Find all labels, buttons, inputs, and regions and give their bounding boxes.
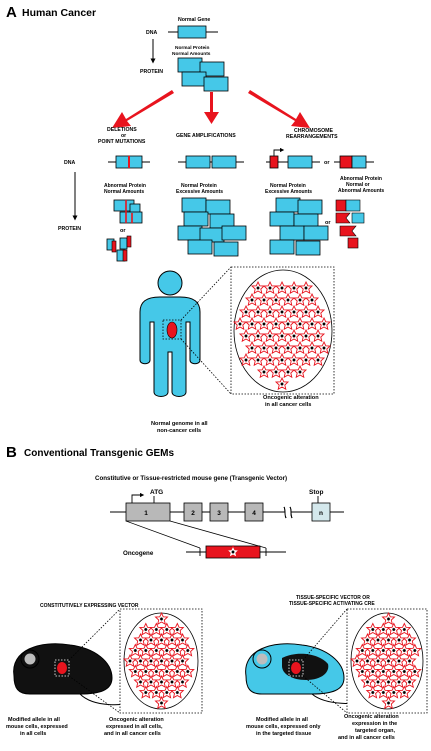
- normal-gene: [168, 25, 218, 39]
- black-mouse: [13, 643, 151, 706]
- left-header: CONSTITUTIVELY EXPRESSING VECTOR: [40, 603, 139, 609]
- zoom-lines-left: [68, 608, 121, 714]
- or-label-2: or: [120, 228, 126, 234]
- right-alt-caption-3: targeted organ,: [355, 728, 396, 734]
- panel-a-title: Human Cancer: [22, 7, 96, 19]
- c1-protein-1: Abnormal Protein: [104, 183, 146, 189]
- vector-title: Constitutive or Tissue-restricted mouse …: [95, 475, 287, 482]
- col1-header-3: POINT MUTATIONS: [98, 139, 146, 145]
- zoom-lines: [180, 266, 232, 395]
- exon-1: 1: [144, 510, 148, 517]
- col2-header: GENE AMPLIFICATIONS: [176, 133, 236, 139]
- excessive-proteins-2: [269, 197, 329, 256]
- left-alt-caption-3: and in all cancer cells: [104, 731, 161, 737]
- dna-label: DNA: [146, 30, 157, 36]
- c4-protein-1: Abnormal Protein: [340, 176, 382, 182]
- right-mouse-caption-1: Modified allele in all: [256, 717, 308, 723]
- left-alt-caption-2: expressed in all cells,: [106, 724, 163, 730]
- right-alt-caption-1: Oncogenic alteration: [344, 714, 399, 720]
- col3-header-2: REARRANGEMENTS: [286, 134, 338, 140]
- c3-protein-1: Normal Protein: [270, 183, 306, 189]
- exon-n: n: [319, 510, 323, 517]
- col1-header-2: or: [121, 133, 126, 139]
- c4-protein-3: Abnormal Amounts: [338, 188, 384, 194]
- left-mouse-caption-2: mouse cells, expressed: [6, 724, 68, 730]
- left-mouse-caption-3: in all cells: [20, 731, 46, 737]
- red-arrows: [112, 90, 310, 128]
- protein-label: PROTEIN: [140, 69, 163, 75]
- oncogene-insert: [125, 520, 286, 559]
- c4-protein-2: Normal or: [346, 182, 370, 188]
- body-caption-1: Normal genome in all: [151, 421, 208, 427]
- panel-b-title: Conventional Transgenic GEMs: [24, 448, 174, 459]
- mutated-gene: [108, 155, 150, 169]
- right-alt-caption-2: expression in the: [352, 721, 397, 727]
- normal-gene-label: Normal Gene: [178, 17, 210, 23]
- col3-header-1: CHROMOSOME: [294, 128, 333, 134]
- exon-2: 2: [191, 510, 195, 517]
- panel-b-letter: B: [6, 444, 17, 461]
- normal-protein-blocks: [177, 57, 229, 92]
- right-mouse-caption-2: mouse cells, expressed only: [246, 724, 322, 730]
- blue-mouse: [245, 643, 373, 704]
- exon-3: 3: [217, 510, 221, 517]
- right-mouse-caption-3: in the targeted tissue: [256, 731, 311, 737]
- c3-protein-2: Excessive Amounts: [265, 189, 312, 195]
- c1-protein-2: Normal Amounts: [104, 189, 144, 195]
- tumor-caption-2: in all cancer cells: [265, 402, 311, 408]
- fusion-proteins: [335, 199, 365, 249]
- tumor-caption-1: Oncogenic alteration: [263, 395, 319, 401]
- abnormal-proteins: [106, 199, 143, 262]
- zoom-lines-right: [302, 608, 348, 714]
- exon-4: 4: [252, 510, 256, 517]
- rearranged-gene-1: [266, 147, 320, 169]
- c2-protein-2: Excessive Amounts: [176, 189, 223, 195]
- gene-construct: [110, 492, 344, 522]
- left-mouse-caption-1: Modified allele in all: [8, 717, 60, 723]
- or-label-1: or: [324, 160, 330, 166]
- left-zoom-box: [119, 608, 203, 714]
- or-label-3: or: [325, 220, 331, 226]
- panel-a-letter: A: [6, 4, 17, 21]
- right-zoom-box: [346, 608, 428, 714]
- stop-label: Stop: [309, 489, 323, 496]
- normal-protein-label-1: Normal Protein: [175, 45, 209, 51]
- atg-label: ATG: [150, 489, 163, 496]
- body-caption-2: non-cancer cells: [157, 428, 201, 434]
- protein-label-2: PROTEIN: [58, 226, 81, 232]
- tumor-zoom-box: [230, 266, 335, 395]
- left-alt-caption-1: Oncogenic alteration: [109, 717, 164, 723]
- right-header-1: TISSUE-SPECIFIC VECTOR OR: [296, 595, 370, 601]
- normal-protein-label-2: Normal Amounts: [172, 51, 211, 57]
- human-figure: [139, 270, 201, 397]
- right-header-2: TISSUE-SPECIFIC ACTIVATING CRE: [289, 601, 375, 607]
- c2-protein-1: Normal Protein: [181, 183, 217, 189]
- right-alt-caption-4: and in all cancer cells: [338, 735, 395, 741]
- rearranged-gene-2: [334, 155, 374, 169]
- excessive-proteins-1: [177, 197, 247, 257]
- oncogene-label: Oncogene: [123, 550, 154, 557]
- amplified-gene: [178, 155, 244, 169]
- col1-header-1: DELETIONS: [107, 127, 137, 133]
- dna-label-2: DNA: [64, 160, 75, 166]
